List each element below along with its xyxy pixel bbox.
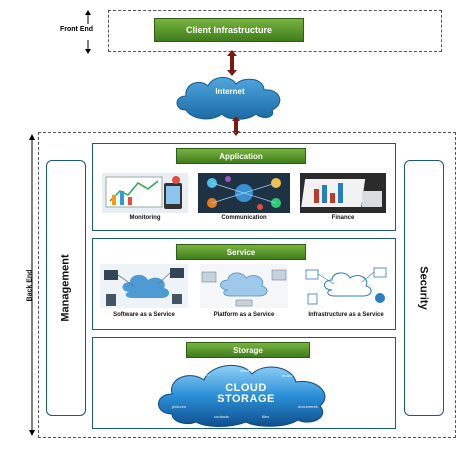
monitoring-image <box>102 173 188 213</box>
cloud-word-documents: documents <box>298 404 318 409</box>
cloud-word-files: files <box>262 414 270 419</box>
internet-cloud <box>176 77 281 120</box>
security-panel: Security <box>404 160 444 416</box>
service-item-saas: Software as a Service <box>113 312 175 318</box>
finance-image <box>300 173 386 213</box>
client-infrastructure-label: Client Infrastructure <box>185 25 272 35</box>
paas-image <box>200 264 288 308</box>
service-title: Service <box>176 244 306 260</box>
cloud-word-pictures: pictures <box>172 404 187 409</box>
cloud-word-video: video <box>200 372 210 377</box>
back-end-boundary <box>38 132 456 438</box>
cloud-word-music: music <box>282 373 293 378</box>
application-title: Application <box>176 148 306 164</box>
application-item-finance: Finance <box>331 215 355 221</box>
management-label: Management <box>60 254 72 322</box>
front-end-extent-arrow <box>85 10 91 54</box>
service-title-text: Service <box>226 247 256 257</box>
front-end-label: Front End <box>60 26 94 33</box>
service-item-iaas: Infrastructure as a Service <box>308 312 384 318</box>
iaas-image <box>302 264 390 308</box>
application-item-monitoring: Monitoring <box>129 215 161 221</box>
front-end-boundary <box>108 10 442 52</box>
storage-title-text: Storage <box>233 345 263 355</box>
cloud-storage-text: CLOUD STORAGE <box>217 382 275 405</box>
connector-client-internet <box>227 50 237 76</box>
application-title-text: Application <box>219 151 263 161</box>
communication-image <box>198 173 290 213</box>
back-end-label: Back End <box>26 269 34 302</box>
security-label: Security <box>418 266 431 310</box>
cloud-word-share: share <box>240 368 251 373</box>
storage-title: Storage <box>186 342 310 358</box>
client-infrastructure-box: Client Infrastructure <box>154 18 304 42</box>
cloud-word-contacts: contacts <box>214 414 229 419</box>
management-panel: Management <box>46 160 86 416</box>
back-end-extent-arrow <box>29 134 35 436</box>
back-end-label-wrap: Back End <box>22 269 42 302</box>
saas-image <box>100 264 188 308</box>
application-item-communication: Communication <box>221 215 267 221</box>
service-item-paas: Platform as a Service <box>213 312 275 318</box>
cloud-storage-image <box>158 364 326 427</box>
internet-label: Internet <box>215 87 245 96</box>
